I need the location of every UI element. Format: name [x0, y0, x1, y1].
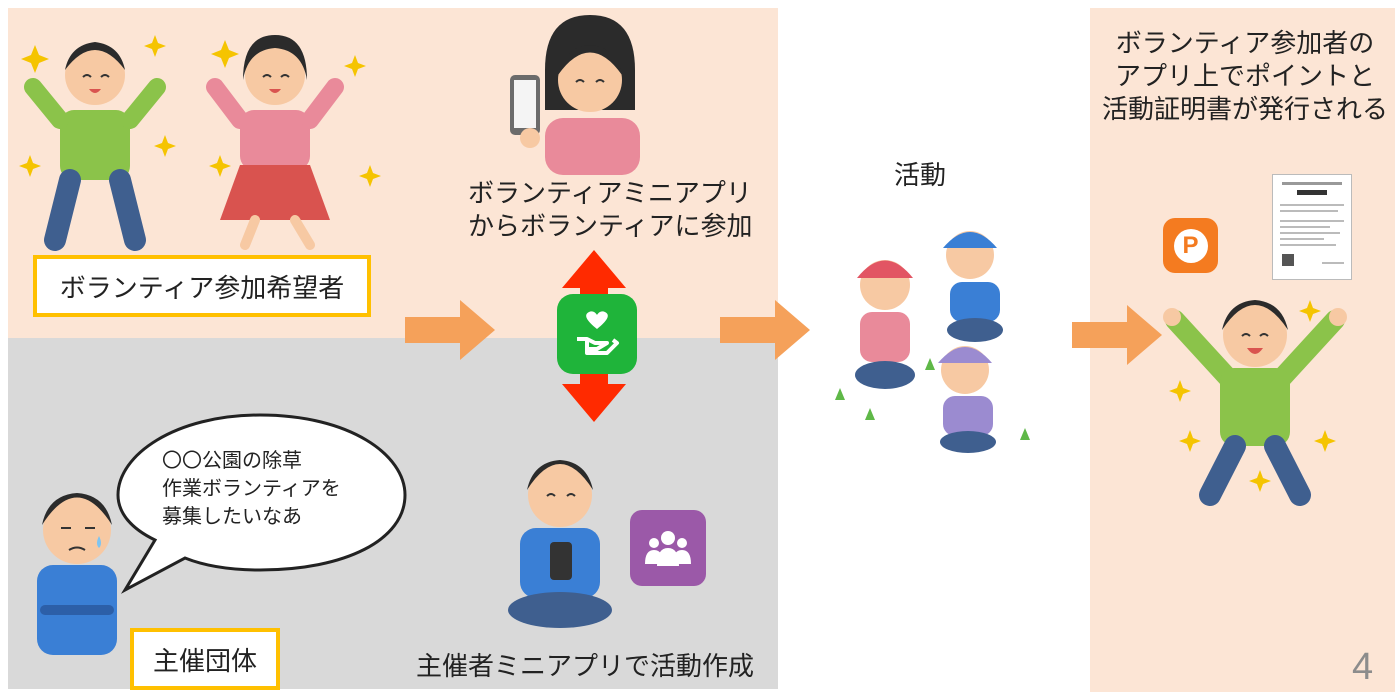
- activity-label: 活動: [893, 161, 946, 191]
- join-text-line1: ボランティアミニアプリ: [468, 179, 752, 209]
- bubble-text-line3: 募集したいなあ: [162, 504, 302, 528]
- cheering-participant-illustration: [1163, 300, 1347, 506]
- bubble-text-line2: 作業ボランティアを: [162, 476, 341, 500]
- flow-arrow-3: [1072, 305, 1162, 365]
- create-activity-text: 主催者ミニアプリで活動作成: [415, 652, 754, 682]
- organizer-with-phone-illustration: [508, 460, 612, 628]
- result-text-line3: 活動証明書が発行される: [1101, 95, 1388, 125]
- worried-organizer-illustration: [37, 493, 117, 655]
- bubble-text-line1: 〇〇公園の除草: [162, 448, 302, 472]
- weeding-volunteers-illustration: [835, 231, 1030, 453]
- result-text-line1: ボランティア参加者の: [1115, 29, 1375, 59]
- volunteer-hand-heart-icon[interactable]: [557, 294, 637, 374]
- girl-with-phone-illustration: [510, 15, 640, 175]
- organizer-label: 主催団体: [130, 628, 280, 690]
- result-text-line2: アプリ上でポイントと: [1114, 62, 1375, 92]
- activity-certificate-document: [1272, 174, 1352, 280]
- participants-label: ボランティア参加希望者: [33, 255, 371, 317]
- flow-arrow-1: [405, 300, 495, 360]
- flow-arrow-2: [720, 300, 810, 360]
- page-number: 4: [1352, 646, 1374, 688]
- cheering-participants-illustration: [19, 35, 381, 251]
- point-badge-letter: P: [1173, 228, 1208, 263]
- speech-bubble: [116, 413, 407, 594]
- point-p-icon[interactable]: P: [1163, 218, 1218, 273]
- join-text-line2: からボランティアに参加: [468, 212, 753, 242]
- group-people-icon[interactable]: [630, 510, 706, 586]
